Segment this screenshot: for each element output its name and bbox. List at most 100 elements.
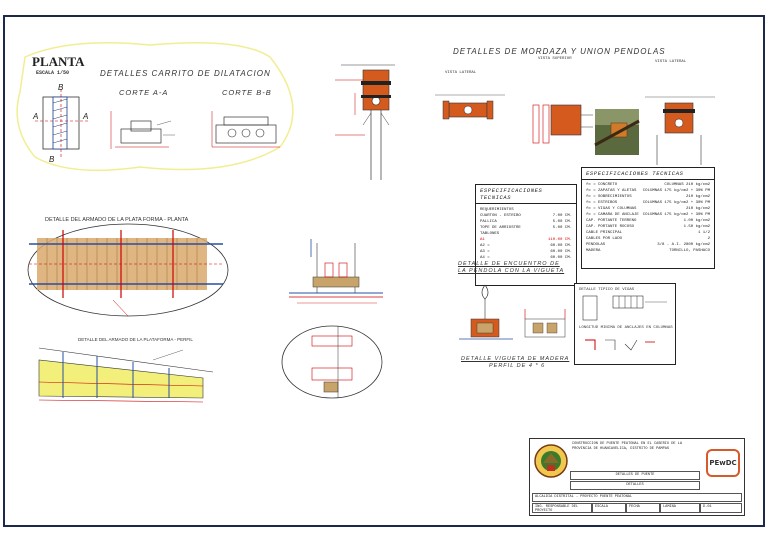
mordaza-drawings — [435, 94, 715, 165]
corte-a-drawing — [110, 111, 175, 149]
planta-scale: ESCALA 1/50 — [36, 70, 70, 76]
right-logo: PEwDC — [706, 449, 740, 477]
spec-value: 7.00 CM. — [552, 214, 572, 218]
spec-key: fc = CAMARA DE ANCLAJE — [586, 213, 639, 217]
spec-value: 1 1/2 — [697, 231, 710, 235]
typical-detail-drawing — [582, 295, 667, 351]
spec-value: TORNILLO, PASHACO — [669, 249, 710, 253]
carrito-title: DETALLES CARRITO DE DILATACION — [100, 69, 271, 78]
encuentro-title-1: DETALLE DE ENCUENTRO DE — [458, 261, 560, 267]
spec-row: fc = VIGAS Y COLUMNAS 210 kg/cm2 — [582, 206, 714, 212]
spec-value: 1.50 kg/cm2 — [683, 225, 710, 229]
spec-row: CABLES POR LADO 2 — [582, 236, 714, 242]
drawing-sheet: PLANTA ESCALA 1/50 A A B B DETALLES CARR… — [3, 15, 765, 527]
spec-key: CABLES POR LADO — [586, 237, 623, 241]
title-block: CONSTRUCCION DE PUENTE PEATONAL EN EL CA… — [529, 438, 745, 516]
vigueta-elevation-drawing — [289, 239, 383, 304]
spec-value: 1.00 kg/cm2 — [683, 219, 710, 223]
spec-key: A4 = — [480, 256, 490, 260]
spec-value: 3/8 - A.I. 2800 kg/cm2 — [657, 243, 710, 247]
spec-key: CAP. PORTANTE TERRENO — [586, 219, 637, 223]
spec-value: 2 — [707, 237, 710, 241]
spec-value: 5.00 CM. — [552, 226, 572, 230]
encuentro-drawing — [459, 284, 566, 340]
lamina-cell: LAMINA — [660, 503, 700, 513]
spec-key: MADERA — [586, 249, 601, 253]
spec-value: 60.00 CM. — [550, 244, 572, 248]
vigueta-title-2: PERFIL DE 4 * 6 — [489, 363, 546, 369]
designer-cell: ING. RESPONSABLE DEL PROYECTO — [532, 503, 592, 513]
spec-row: A4 =60.00 CM. — [476, 255, 576, 261]
planta-label-a-right: A — [83, 112, 89, 121]
detail-oval-drawing — [281, 325, 383, 399]
mordaza-view-lateral-right: VISTA LATERAL — [655, 60, 687, 64]
planta-title: PLANTA — [32, 54, 85, 69]
spec-right-title: ESPECIFICACIONES TECNICAS — [582, 168, 714, 180]
spec-row: CAP. PORTANTE ROCOSO 1.50 kg/cm2 — [582, 224, 714, 230]
typical-detail-title-1: DETALLE TIPICO DE VIGAS — [579, 288, 635, 292]
sheet-code: DETALLES — [570, 481, 700, 490]
spec-key: fc = ZAPATAS Y ALETAS — [586, 189, 637, 193]
encuentro-title-2: LA PENDOLA CON LA VIGUETA — [458, 268, 565, 274]
plataforma-section-drawing — [38, 347, 214, 403]
spec-value: 210 kg/cm2 — [685, 195, 710, 199]
footer-text: ALCALDIA DISTRITAL - PROYECTO PUENTE PEA… — [532, 493, 742, 502]
corte-b-title: CORTE B-B — [222, 88, 272, 97]
vigueta-title-1: DETALLE VIGUETA DE MADERA — [461, 356, 570, 362]
sheet-title: DETALLES DE PUENTE — [570, 471, 700, 480]
corte-a-title: CORTE A-A — [119, 88, 169, 97]
spec-table-left: ESPECIFICACIONES TECNICAS REQUERIMIENTOS… — [475, 184, 577, 286]
spec-row: REQUERIMIENTOS — [476, 207, 576, 213]
spec-key: REQUERIMIENTOS — [480, 208, 514, 212]
spec-key: fc = VIGAS Y COLUMNAS — [586, 207, 637, 211]
scale-cell: ESCALA — [592, 503, 626, 513]
revision-cloud — [16, 42, 294, 172]
planta-label-b-top: B — [58, 83, 64, 92]
spec-key: TOPE DE ARRIOSTRE — [480, 226, 521, 230]
sheet-number: D-01 — [700, 503, 742, 513]
spec-value: 210 kg/cm2 — [685, 207, 710, 211]
spec-row: PENDOLAS 3/8 - A.I. 2800 kg/cm2 — [582, 242, 714, 248]
spec-row: TOPE DE ARRIOSTRE 5.00 CM. — [476, 225, 576, 231]
spec-value: COLUMNAS 175 kg/cm2 + 30% PM — [642, 213, 710, 217]
spec-row: CAP. PORTANTE TERRENO 1.00 kg/cm2 — [582, 218, 714, 224]
spec-value: COLUMNAS 210 kg/cm2 — [664, 183, 710, 187]
spec-key: PALLICA — [480, 220, 497, 224]
spec-key: fc = SOBRECIMIENTOS — [586, 195, 632, 199]
typical-details-box: DETALLE TIPICO DE VIGAS LONGITUD MINIMA … — [574, 283, 676, 365]
spec-key: PENDOLAS — [586, 243, 606, 247]
spec-left-title: ESPECIFICACIONES TECNICAS — [476, 185, 576, 204]
planta-label-a-left: A — [33, 112, 39, 121]
spec-value: COLUMNAS 175 kg/cm2 + 30% PM — [642, 201, 710, 205]
spec-key: CUARTON - ESTRIBO — [480, 214, 521, 218]
mordaza-title: DETALLES DE MORDAZA Y UNION PENDOLAS — [453, 47, 666, 56]
spec-key: A2 = — [480, 244, 490, 248]
spec-key: A3 = — [480, 250, 490, 254]
pendola-elevation-drawing — [335, 64, 395, 180]
spec-row: A2 = 60.00 CM. — [476, 243, 576, 249]
spec-value: 60.00 CM. — [550, 250, 572, 254]
plataforma-plan-drawing — [27, 223, 229, 317]
right-logo-text: PEwDC — [709, 459, 737, 467]
spec-key: fc = ESTRIBOS — [586, 201, 618, 205]
plataforma-section-title: DETALLE DEL ARMADO DE LA PLATAFORMA - PE… — [78, 337, 193, 342]
mordaza-view-superior: VISTA SUPERIOR — [538, 57, 572, 61]
spec-row: MADERA TORNILLO, PASHACO — [582, 248, 714, 254]
municipality-logo — [534, 444, 568, 478]
spec-key: CAP. PORTANTE ROCOSO — [586, 225, 635, 229]
spec-key: A1 — [480, 238, 485, 242]
spec-row: A1 110.00 CM. — [476, 237, 576, 243]
planta-label-b-bottom: B — [49, 155, 55, 164]
spec-row: CUARTON - ESTRIBO 7.00 CM. — [476, 213, 576, 219]
plataforma-title: DETALLE DEL ARMADO DE LA PLATA FORMA - P… — [45, 217, 189, 223]
spec-value: 110.00 CM. — [547, 238, 572, 242]
spec-row: fc = SOBRECIMIENTOS 210 kg/cm2 — [582, 194, 714, 200]
